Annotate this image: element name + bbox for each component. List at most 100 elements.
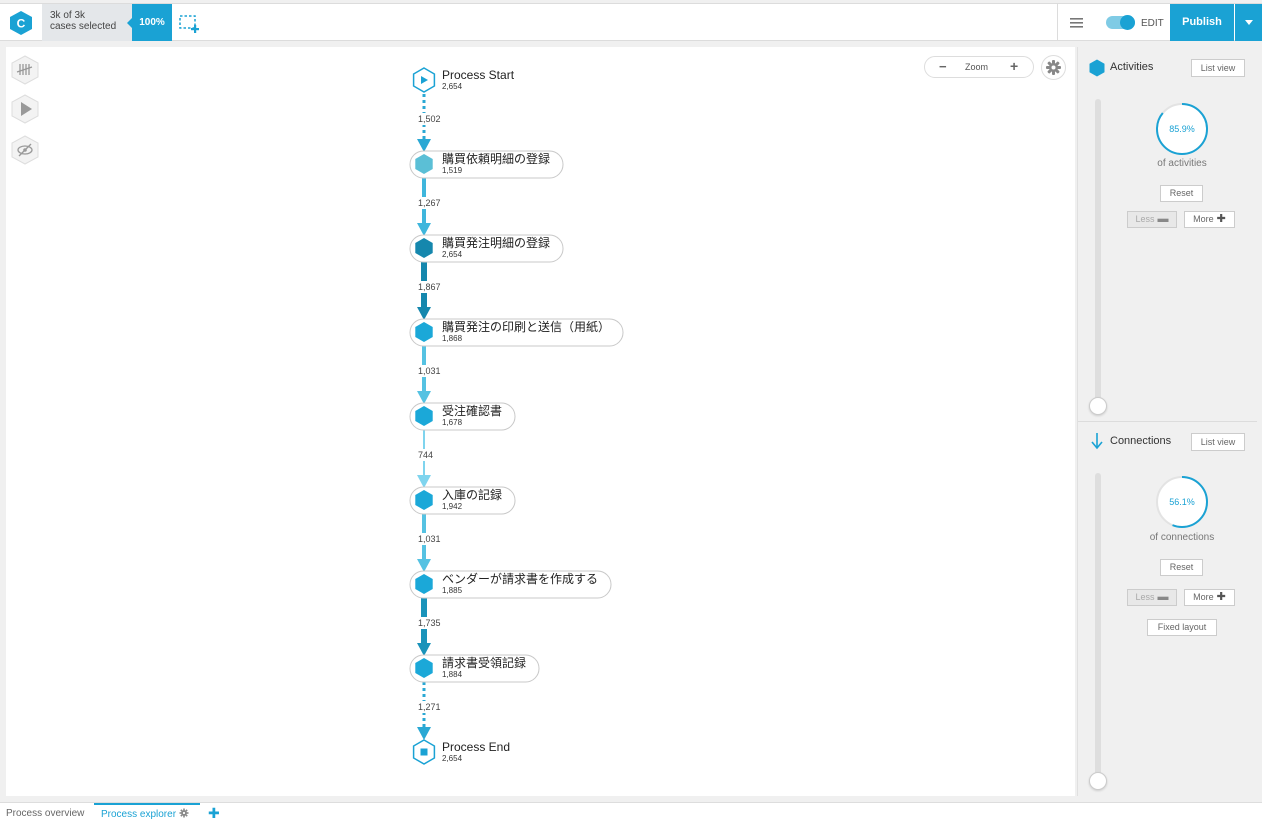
hamburger-menu-icon[interactable] xyxy=(1070,17,1083,29)
edge-label: 1,267 xyxy=(418,198,441,208)
connections-more-button[interactable]: More✚ xyxy=(1184,589,1235,606)
top-bar: C 3k of 3k cases selected 100% EDIT Publ… xyxy=(0,3,1262,41)
frequency-tool-icon[interactable] xyxy=(10,55,40,85)
publish-button[interactable]: Publish xyxy=(1170,4,1234,41)
process-node-a3[interactable]: 購買発注の印刷と送信（用紙）1,868 xyxy=(409,318,624,347)
edit-toggle[interactable] xyxy=(1106,15,1135,30)
connections-less-button[interactable]: Less▬ xyxy=(1127,589,1177,606)
activities-hexagon-icon xyxy=(1089,59,1105,77)
edge-arrowhead xyxy=(417,223,431,236)
connections-slider-track[interactable] xyxy=(1095,473,1101,781)
cases-count: 3k of 3k xyxy=(50,10,86,21)
process-edge[interactable]: 1,031 xyxy=(416,346,443,404)
activities-reset-button[interactable]: Reset xyxy=(1160,185,1203,202)
tab-process-explorer-label: Process explorer xyxy=(101,809,177,820)
node-count: 1,942 xyxy=(442,502,463,511)
activities-slider-track[interactable] xyxy=(1095,99,1101,407)
edge-label: 744 xyxy=(418,450,433,460)
edge-arrowhead xyxy=(417,559,431,572)
process-edge[interactable]: 1,735 xyxy=(416,598,443,656)
case-selection-summary[interactable]: 3k of 3k cases selected xyxy=(42,4,132,41)
add-selection-icon[interactable] xyxy=(179,14,203,34)
edge-label: 1,031 xyxy=(418,366,441,376)
zoom-label: Zoom xyxy=(965,62,989,72)
zoom-in-button[interactable]: + xyxy=(1010,58,1019,74)
edge-label-bg xyxy=(416,617,443,629)
edge-label: 1,271 xyxy=(418,702,441,712)
node-pill xyxy=(409,234,564,263)
node-count: 2,654 xyxy=(442,250,463,259)
fixed-layout-button[interactable]: Fixed layout xyxy=(1147,619,1217,636)
process-edge[interactable]: 1,271 xyxy=(416,682,443,740)
node-pill xyxy=(409,150,564,179)
connections-title: Connections xyxy=(1110,435,1172,447)
node-label: Process End xyxy=(442,740,510,754)
node-count: 1,884 xyxy=(442,670,463,679)
activity-hexagon-icon xyxy=(415,238,433,258)
bottom-tab-bar: Process overview Process explorer ✚ xyxy=(0,802,1262,826)
node-label: 受注確認書 xyxy=(442,403,502,418)
plus-icon: ✚ xyxy=(1216,591,1226,603)
add-tab-button[interactable]: ✚ xyxy=(208,805,220,821)
node-count: 1,519 xyxy=(442,166,463,175)
process-edge[interactable]: 1,502 xyxy=(416,94,443,152)
connections-slider-handle[interactable] xyxy=(1089,772,1107,790)
activity-hexagon-icon xyxy=(415,154,433,174)
edge-label: 1,735 xyxy=(418,618,441,628)
zoom-out-button[interactable]: − xyxy=(939,59,947,74)
activities-list-view-button[interactable]: List view xyxy=(1191,59,1245,77)
activities-title: Activities xyxy=(1110,61,1154,73)
tab-settings-gear-icon[interactable] xyxy=(179,808,189,818)
publish-dropdown-button[interactable] xyxy=(1235,4,1262,41)
activities-less-button[interactable]: Less▬ xyxy=(1127,211,1177,228)
node-label: 購買発注の印刷と送信（用紙） xyxy=(442,319,610,334)
activities-progress-ring: 85.9% xyxy=(1156,103,1208,155)
connections-arrow-icon xyxy=(1091,433,1103,450)
node-pill xyxy=(409,486,516,515)
edge-label-bg xyxy=(416,701,443,713)
svg-text:C: C xyxy=(17,17,26,31)
connections-list-view-button[interactable]: List view xyxy=(1191,433,1245,451)
tab-process-overview[interactable]: Process overview xyxy=(6,808,85,819)
minus-icon: ▬ xyxy=(1157,591,1169,603)
activities-slider-handle[interactable] xyxy=(1089,397,1107,415)
edge-arrowhead xyxy=(417,139,431,152)
play-icon xyxy=(421,76,428,84)
process-graph: 1,5021,2671,8671,0317441,0311,7351,271Pr… xyxy=(409,67,624,765)
activity-hexagon-icon xyxy=(415,490,433,510)
edge-label-bg xyxy=(416,365,443,377)
process-edge[interactable]: 1,267 xyxy=(416,178,443,236)
edge-arrowhead xyxy=(417,475,431,488)
activities-more-button[interactable]: More✚ xyxy=(1184,211,1235,228)
tab-process-explorer[interactable]: Process explorer xyxy=(101,808,189,820)
edge-label-bg xyxy=(416,113,443,125)
case-percentage-badge[interactable]: 100% xyxy=(127,4,172,41)
edge-label-bg xyxy=(416,533,443,545)
app-logo-icon[interactable]: C xyxy=(8,10,34,36)
node-count: 2,654 xyxy=(442,754,463,763)
visibility-toggle-icon[interactable] xyxy=(10,135,40,165)
gear-icon[interactable] xyxy=(1041,55,1066,80)
process-edge[interactable]: 1,031 xyxy=(416,514,443,572)
edge-arrowhead xyxy=(417,307,431,320)
process-edge[interactable]: 744 xyxy=(416,430,436,488)
active-tab-indicator xyxy=(94,803,200,805)
play-animation-icon[interactable] xyxy=(10,94,40,124)
connections-progress-ring: 56.1% xyxy=(1156,476,1208,528)
activities-percent: 85.9% xyxy=(1169,124,1195,134)
process-edge[interactable]: 1,867 xyxy=(416,262,443,320)
connections-reset-button[interactable]: Reset xyxy=(1160,559,1203,576)
connections-caption: of connections xyxy=(1149,532,1215,543)
node-label: ベンダーが請求書を作成する xyxy=(442,571,598,586)
edge-label-bg xyxy=(416,449,436,461)
